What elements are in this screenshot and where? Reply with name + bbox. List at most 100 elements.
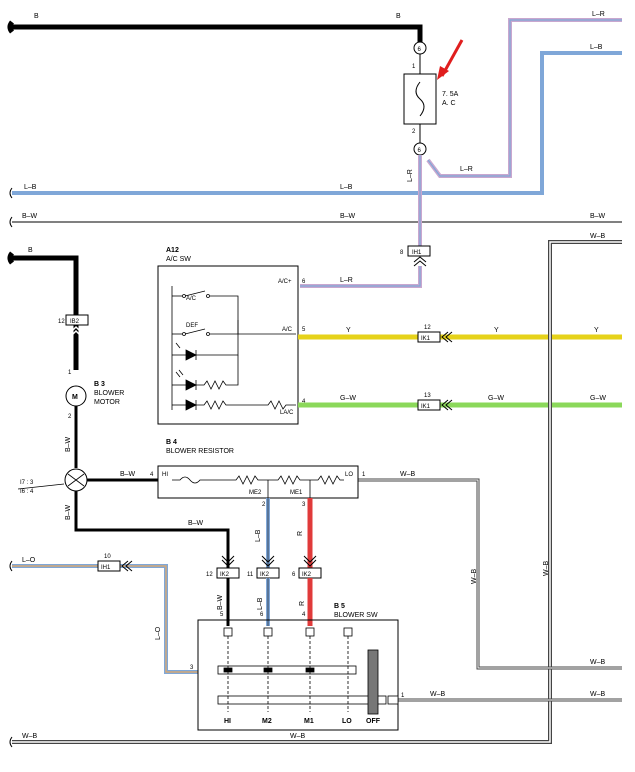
wire-label-b-top-left: B: [34, 13, 39, 20]
ac-switch-terminal-ac: A/C: [282, 327, 293, 333]
ac-switch-label-ac: A/C: [186, 296, 197, 302]
wire-label-y-3: Y: [594, 327, 599, 334]
connector-ik2-m1-pin: 6: [292, 572, 296, 578]
wire-label-gw-3: G–W: [590, 395, 606, 402]
ac-switch-terminal-lac: LA/C: [280, 410, 294, 416]
fuse-name: A. C: [442, 100, 456, 107]
resistor-me2: ME2: [249, 490, 262, 496]
blower-resistor-box: [157, 465, 359, 499]
wire-label-lr-vertical: L–R: [407, 169, 414, 182]
wire-label-wb-right-top: W–B: [590, 233, 606, 240]
wire-label-lb-left: L–B: [24, 184, 37, 191]
wire-lr-acplus: [300, 266, 422, 288]
ac-switch-pin-acplus: 6: [302, 279, 306, 285]
ac-switch-box: [157, 265, 299, 425]
resistor-hi: HI: [162, 472, 168, 478]
ac-switch-label-def: DEF: [186, 323, 198, 329]
ac-switch-name: A/C SW: [166, 256, 191, 263]
wire-label-r-me1: R: [297, 531, 304, 536]
resistor-pin4: 4: [150, 472, 154, 478]
wire-label-lo-vertical: L–O: [155, 626, 162, 640]
wire-lo: [12, 564, 198, 674]
blower-switch-pin3: 3: [190, 665, 194, 671]
wire-label-bw-resistor: B–W: [120, 471, 136, 478]
connector-ik2-m2-pin: 11: [247, 572, 254, 578]
wire-label-gw-2: G–W: [488, 395, 504, 402]
wire-label-lb-switch: L–B: [257, 597, 264, 610]
wire-label-lr-mid: L–R: [460, 166, 473, 173]
blower-switch-name: BLOWER SW: [334, 612, 378, 619]
fuse-connector-top-pin: 6: [418, 47, 422, 53]
resistor-me1: ME1: [290, 490, 303, 496]
resistor-name: BLOWER RESISTOR: [166, 448, 234, 455]
connector-ih1-top: [407, 245, 431, 257]
ac-switch-terminal-acplus: A/C+: [278, 279, 292, 285]
ac-switch-pin-ac: 5: [302, 327, 306, 333]
blower-switch-internals: [217, 627, 399, 715]
connector-ih1-top-pin: 8: [400, 250, 404, 256]
fuse-pin-bottom: 2: [412, 129, 416, 135]
motor-name2: MOTOR: [94, 399, 120, 406]
resistor-pin2: 2: [262, 502, 266, 508]
wire-label-b-top-right: B: [396, 13, 401, 20]
wire-label-y-1: Y: [346, 327, 351, 334]
connector-ik2-hi-pin: 12: [206, 572, 213, 578]
connector-ih1-lo-code: IH1: [101, 565, 111, 571]
resistor-lo: LO: [345, 472, 353, 478]
connector-ik1-y-code: IK1: [421, 336, 431, 342]
junction-line2: I6 : 4: [20, 489, 34, 495]
wire-label-r-switch: R: [299, 601, 306, 606]
resistor-internals: [172, 475, 344, 498]
wire-label-bw-left: B–W: [22, 213, 38, 220]
fuse-symbol: [415, 81, 425, 117]
connector-ik1-y: [417, 331, 441, 343]
wire-label-bw-switch: B–W: [217, 594, 224, 610]
wire-label-bw-mid: B–W: [340, 213, 356, 220]
wire-label-wb-vertical-mid: W–B: [471, 569, 478, 585]
blower-switch-code: B 5: [334, 603, 345, 610]
wire-label-lb-me2: L–B: [255, 529, 262, 542]
connector-ik1-y-pin: 12: [424, 325, 431, 331]
wire-label-lb-top: L–B: [590, 44, 603, 51]
motor-name1: BLOWER: [94, 390, 124, 397]
wire-b-top: [7, 20, 423, 42]
blower-switch-pin5: 5: [220, 612, 224, 618]
connector-ik1-gw-code: IK1: [421, 404, 431, 410]
motor-code: B 3: [94, 381, 105, 388]
wire-label-wb-right-668: W–B: [590, 659, 606, 666]
wire-label-bw-junction: B–W: [65, 504, 72, 520]
wire-label-wb-vertical-right: W–B: [543, 561, 550, 577]
wire-label-bw-ik2: B–W: [188, 520, 204, 527]
wire-b-left: [7, 251, 79, 370]
wire-label-y-2: Y: [494, 327, 499, 334]
wire-label-lb-mid: L–B: [340, 184, 353, 191]
motor-pin1: 1: [68, 370, 72, 376]
wire-label-gw-1: G–W: [340, 395, 356, 402]
wire-label-wb-right-700: W–B: [590, 691, 606, 698]
wire-lb-upper: [12, 51, 622, 195]
connector-ik2-hi-code: IK2: [220, 572, 230, 578]
wire-label-wb-resistor: W–B: [400, 471, 416, 478]
wire-label-bw-motor: B–W: [65, 436, 72, 452]
connector-ik2-m1-code: IK2: [302, 572, 312, 578]
connector-ih1-lo-pin: 10: [104, 554, 111, 560]
wire-label-wb-off: W–B: [430, 691, 446, 698]
wire-label-lr-acplus: L–R: [340, 277, 353, 284]
blower-switch-pin4: 4: [302, 612, 306, 618]
connector-ih1-lo: [97, 560, 121, 572]
resistor-pin1: 1: [362, 472, 366, 478]
blower-switch-pos-hi: HI: [224, 718, 231, 725]
junction-line1: I7 : 3: [20, 480, 34, 486]
wire-label-b-left: B: [28, 247, 33, 254]
connector-ik1-gw-pin: 13: [424, 393, 431, 399]
resistor-code: B 4: [166, 439, 177, 446]
motor-pin2: 2: [68, 414, 72, 420]
blower-switch-box: [197, 619, 399, 731]
ac-switch-code: A12: [166, 247, 179, 254]
wire-label-lo-left: L–O: [22, 557, 36, 564]
connector-ib2-pin: 12: [58, 319, 65, 325]
fuse-connector-bottom-pin: 6: [418, 148, 422, 154]
motor-symbol-label: M: [72, 394, 78, 401]
wire-label-wb-bottom-left: W–B: [22, 733, 38, 740]
